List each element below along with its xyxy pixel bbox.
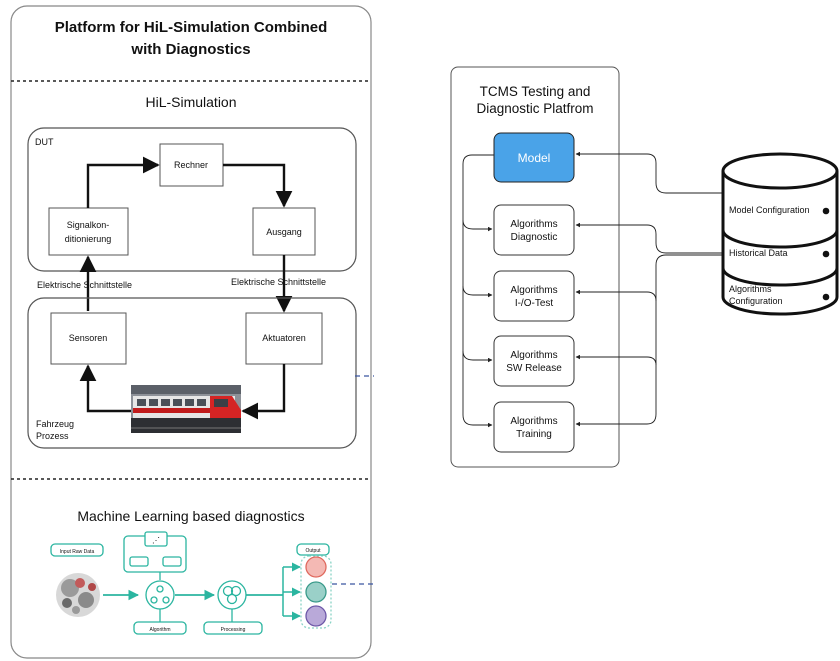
module-io-test: Algorithms I-/O-Test bbox=[493, 270, 575, 322]
database-ring-2 bbox=[721, 267, 839, 287]
module-io-test-line1: Algorithms bbox=[510, 285, 557, 296]
algorithm-node-dot-top bbox=[156, 585, 164, 593]
output-container bbox=[300, 555, 332, 629]
module-io-test-line2: I-/O-Test bbox=[515, 298, 554, 309]
database-ring-1 bbox=[721, 229, 839, 249]
module-io-test-box bbox=[493, 270, 575, 322]
platform-title-line2: with Diagnostics bbox=[130, 41, 250, 58]
sensoren-box bbox=[50, 312, 127, 365]
db-entry-algo-config-dot bbox=[822, 293, 830, 301]
output-tag bbox=[296, 543, 330, 556]
aktuatoren-label: Aktuatoren bbox=[262, 333, 306, 343]
hil-section-title: HiL-Simulation bbox=[145, 94, 236, 110]
module-diagnostic-line2: Diagnostic bbox=[511, 232, 558, 243]
chart-glyph-icon: ⋰ bbox=[152, 536, 160, 545]
tcms-frame bbox=[450, 66, 620, 468]
signal-label-line1: Signalkon- bbox=[67, 220, 110, 230]
model-option-b bbox=[162, 556, 182, 567]
rechner-box bbox=[159, 143, 224, 187]
interface-label-left: Elektrische Schnittstelle bbox=[37, 280, 132, 290]
database-links bbox=[575, 151, 724, 427]
module-training-box bbox=[493, 401, 575, 453]
platform-title-line1: Platform for HiL-Simulation Combined bbox=[55, 19, 328, 36]
fahrzeug-label: Fahrzeug bbox=[36, 419, 74, 429]
ausgang-label: Ausgang bbox=[266, 227, 302, 237]
arrow-vehicle-to-sensoren bbox=[79, 364, 131, 413]
processing-gear-a bbox=[222, 585, 234, 597]
processing-gear-b bbox=[230, 585, 242, 597]
db-entry-model-config-dot bbox=[822, 207, 830, 215]
dut-label: DUT bbox=[35, 137, 54, 147]
processing-label: Processing bbox=[221, 627, 246, 633]
dut-group bbox=[27, 127, 357, 272]
arrow-signal-to-rechner bbox=[86, 156, 160, 208]
processing-tag bbox=[203, 621, 263, 635]
module-sw-release-box bbox=[493, 335, 575, 387]
output-label: Output bbox=[305, 548, 321, 554]
model-box bbox=[493, 132, 575, 183]
db-entry-model-config: Model Configuration bbox=[729, 205, 810, 215]
output-class-red-icon bbox=[305, 556, 327, 578]
aktuatoren-box bbox=[245, 312, 323, 365]
train-image bbox=[131, 385, 241, 433]
db-entry-algo-config-line2: Configuration bbox=[729, 296, 783, 306]
model-label: Model bbox=[518, 151, 551, 165]
input-data-label: Input Raw Data bbox=[60, 549, 95, 555]
model-option-a bbox=[129, 556, 149, 567]
processing-gear-c bbox=[226, 593, 238, 605]
hil-platform-panel: Platform for HiL-Simulation Combined wit… bbox=[10, 5, 372, 659]
ml-section-title: Machine Learning based diagnostics bbox=[77, 508, 304, 524]
database-top bbox=[721, 152, 839, 190]
module-training: Algorithms Training bbox=[493, 401, 575, 453]
tcms-platform: TCMS Testing and Diagnostic Platfrom Mod… bbox=[450, 66, 724, 468]
module-sw-release: Algorithms SW Release bbox=[493, 335, 575, 387]
db-entry-historical-data: Historical Data bbox=[729, 248, 788, 258]
module-diagnostic-line1: Algorithms bbox=[510, 219, 557, 230]
model-fanout bbox=[462, 154, 494, 428]
module-sw-release-line2: SW Release bbox=[506, 363, 562, 374]
db-entry-historical-dot bbox=[822, 250, 830, 258]
database-body bbox=[721, 171, 839, 316]
panel-frame bbox=[10, 5, 372, 659]
tcms-title-line1: TCMS Testing and bbox=[480, 84, 591, 99]
module-training-line1: Algorithms bbox=[510, 416, 557, 427]
algorithm-tag bbox=[133, 621, 187, 635]
module-diagnostic-box bbox=[493, 204, 575, 256]
module-diagnostic: Algorithms Diagnostic bbox=[493, 204, 575, 256]
vehicle-group bbox=[27, 297, 357, 449]
rechner-label: Rechner bbox=[174, 160, 208, 170]
model-selection-header bbox=[144, 531, 168, 547]
signalkonditionierung-box bbox=[48, 207, 129, 256]
tcms-title-line2: Diagnostic Platfrom bbox=[476, 101, 593, 116]
input-data-cluster bbox=[56, 573, 100, 617]
sensoren-label: Sensoren bbox=[69, 333, 108, 343]
algorithm-node-dot-left bbox=[150, 596, 158, 604]
algorithm-node-dot-right bbox=[162, 596, 170, 604]
output-class-purple-icon bbox=[305, 605, 327, 627]
ml-pipeline: Input Raw Data ⋰ bbox=[50, 531, 332, 635]
module-sw-release-line1: Algorithms bbox=[510, 350, 557, 361]
output-class-teal-icon bbox=[305, 581, 327, 603]
arrow-aktuatoren-to-vehicle bbox=[241, 364, 286, 420]
signal-label-line2: ditionierung bbox=[65, 234, 112, 244]
db-entry-algo-config-line1: Algorithms bbox=[729, 284, 772, 294]
interface-label-right: Elektrische Schnittstelle bbox=[231, 277, 326, 287]
arrow-rechner-to-ausgang bbox=[223, 163, 293, 208]
database-cylinder: Model Configuration Historical Data Algo… bbox=[721, 152, 839, 316]
input-data-tag bbox=[50, 543, 104, 557]
algorithm-label: Algorithm bbox=[149, 627, 170, 633]
prozess-label: Prozess bbox=[36, 431, 69, 441]
module-training-line2: Training bbox=[516, 429, 552, 440]
